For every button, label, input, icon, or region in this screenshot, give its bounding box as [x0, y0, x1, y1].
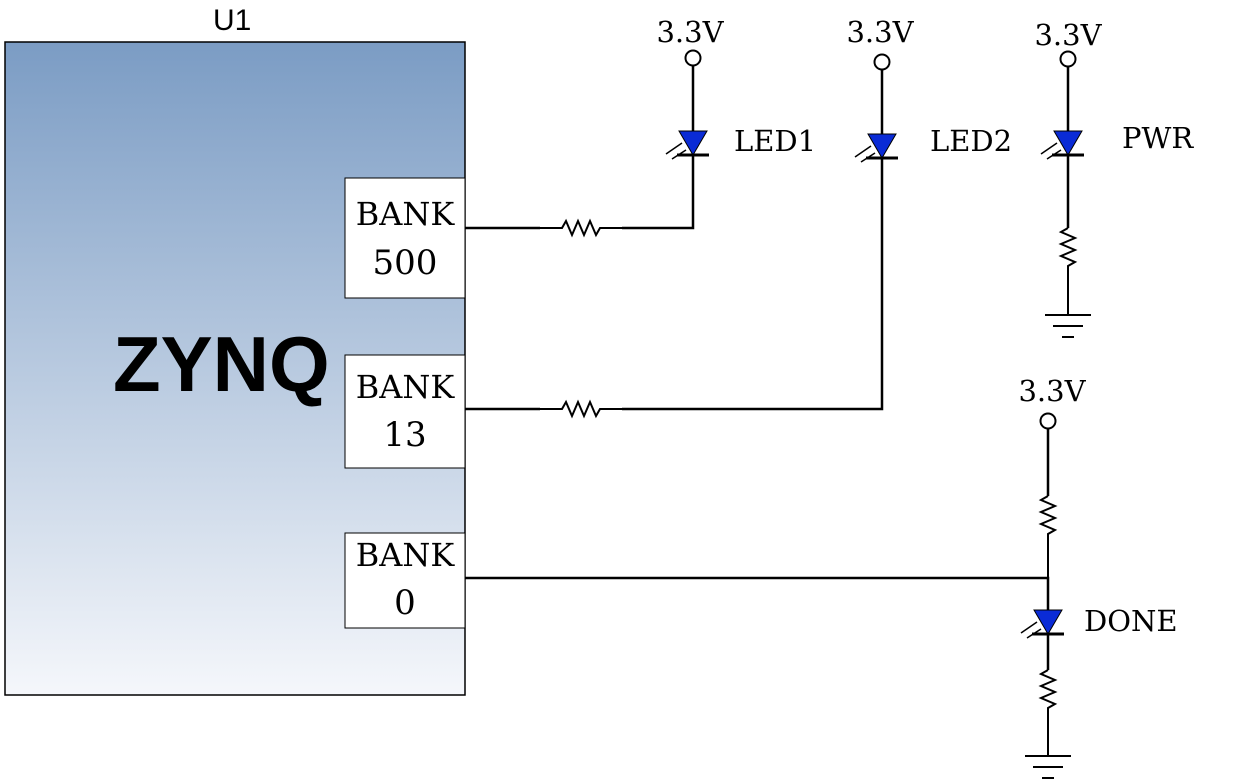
supply-node-1 [684, 49, 702, 67]
supply-node-4 [1039, 412, 1057, 430]
chip-name: ZYNQ [113, 320, 330, 408]
ground-symbol-done [1025, 755, 1071, 779]
supply-label-3: 3.3V [1034, 18, 1102, 52]
led2-diode [854, 133, 898, 163]
bank-500-box [344, 177, 466, 299]
supply-node-2 [873, 53, 891, 71]
led2-label: LED2 [930, 124, 1012, 158]
pwr-label: PWR [1122, 121, 1194, 155]
resistor-pullup [1038, 495, 1058, 578]
bank-13-label-line2: 13 [383, 415, 426, 455]
done-diode [1020, 609, 1064, 639]
done-label: DONE [1084, 604, 1178, 638]
ground-symbol-pwr [1045, 314, 1091, 338]
resistor-led1 [540, 218, 622, 238]
led1-circuit: 3.3V LED1 [465, 15, 816, 238]
resistor-done [1038, 669, 1058, 756]
bank-0-label-line2: 0 [394, 583, 416, 623]
pwr-diode [1040, 130, 1084, 160]
supply-label-2: 3.3V [846, 15, 914, 49]
bank-13-label-line1: BANK [356, 368, 456, 406]
bank-13-box [344, 354, 466, 469]
resistor-pwr [1058, 227, 1078, 315]
led1-label: LED1 [734, 124, 816, 158]
supply-node-3 [1059, 50, 1077, 68]
led1-diode [665, 130, 709, 160]
supply-label-4: 3.3V [1018, 374, 1086, 408]
bank-500-label-line2: 500 [373, 243, 438, 283]
bank-0-label-line1: BANK [356, 536, 456, 574]
supply-label-1: 3.3V [656, 15, 724, 49]
bank-500-label-line1: BANK [356, 195, 456, 233]
done-circuit: 3.3V DONE [465, 374, 1178, 779]
pwr-circuit: 3.3V PWR [1034, 18, 1194, 338]
led2-circuit: 3.3V LED2 [465, 15, 1012, 419]
chip-designator: U1 [213, 4, 251, 37]
bank-0-box [344, 532, 466, 629]
resistor-led2 [540, 399, 622, 419]
